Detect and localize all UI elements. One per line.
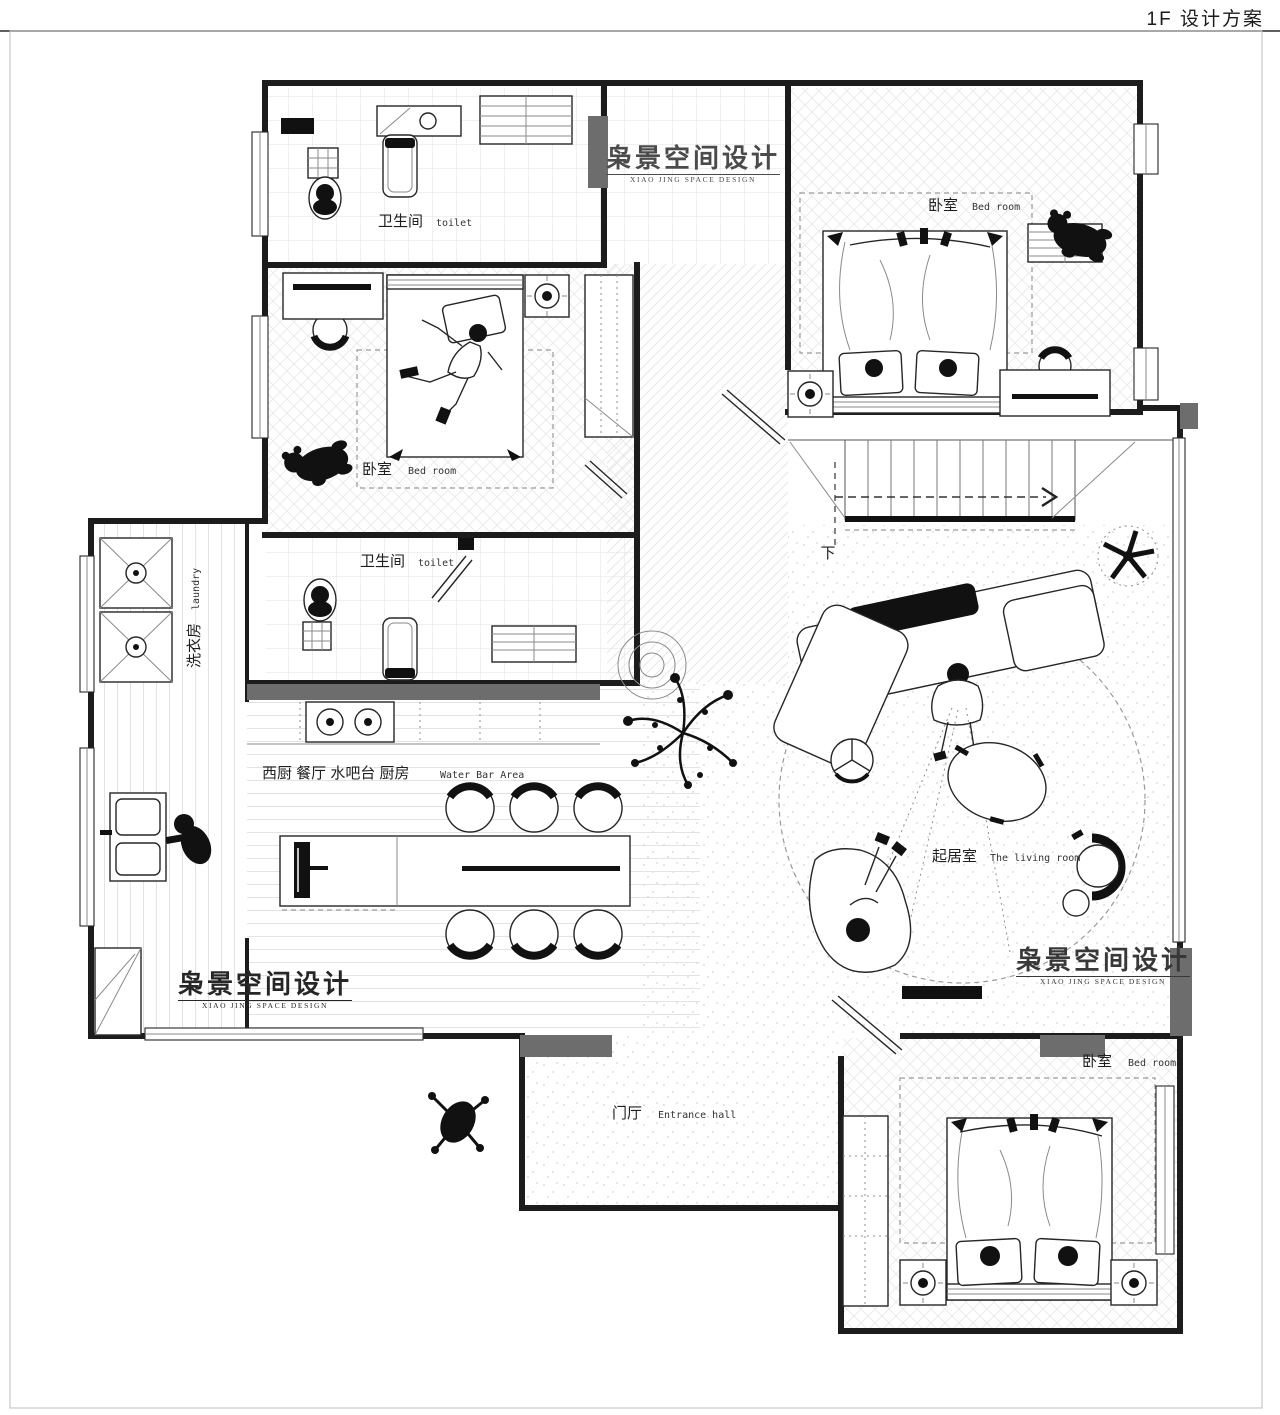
label-stairs-down: 下 <box>820 545 835 562</box>
bedroom-left <box>281 272 634 499</box>
label-toilet-top-zh: 卫生间 <box>378 213 423 230</box>
staircase <box>789 439 1136 548</box>
label-kitchen-en: Water Bar Area <box>440 770 524 781</box>
double-bed <box>822 228 1008 414</box>
label-laundry-zh: 洗衣房 <box>186 623 203 668</box>
label-bedroom-br-zh: 卧室 <box>1082 1053 1112 1070</box>
living-room <box>773 525 1159 999</box>
room-labels: 卫生间 toilet 卧室 Bed room 卧室 Bed room 卫生间 t… <box>186 197 1176 1122</box>
page-frame <box>0 30 1280 1409</box>
decor-figure <box>428 1092 489 1154</box>
label-bedroom-left-zh: 卧室 <box>362 461 392 478</box>
plant-tree <box>623 673 737 789</box>
kitchen-dining <box>247 630 737 960</box>
dining-chairs <box>445 782 623 960</box>
entrance-hall <box>428 995 903 1154</box>
watermark-en: XIAO JING SPACE DESIGN <box>606 174 781 184</box>
label-entrance-en: Entrance hall <box>658 1110 736 1121</box>
label-toilet-mid-zh: 卫生间 <box>360 553 405 570</box>
label-bedroom-left-en: Bed room <box>408 466 456 477</box>
bedroom-top-right-room <box>721 209 1113 445</box>
watermark-zh: 枭景空间设计 <box>178 970 353 999</box>
label-toilet-top-en: toilet <box>436 218 472 229</box>
laundry-room <box>94 537 212 1036</box>
ceiling-fan <box>1097 525 1159 587</box>
round-rug <box>617 630 687 700</box>
columns <box>247 116 1198 1057</box>
windows <box>79 123 1186 1255</box>
side-table-tri <box>830 738 874 784</box>
bedroom-bottom-right-room <box>842 1114 1158 1307</box>
watermark-bottom-left: 枭景空间设计 XIAO JING SPACE DESIGN <box>178 970 353 1010</box>
teddy-rug <box>1047 209 1113 263</box>
label-entrance-zh: 门厅 <box>612 1105 642 1122</box>
teddy-rug <box>281 440 353 486</box>
toilet-top-room <box>281 105 462 220</box>
watermark-en: XIAO JING SPACE DESIGN <box>1016 976 1191 986</box>
watermark-top: 枭景空间设计 XIAO JING SPACE DESIGN <box>606 144 781 184</box>
hall-cabinet <box>479 95 573 145</box>
page-title: 1F 设计方案 <box>1146 9 1264 30</box>
sectional-sofa <box>773 569 1105 769</box>
label-living-en: The living room <box>990 853 1080 864</box>
label-bedroom-tr-zh: 卧室 <box>928 197 958 214</box>
person-laundry <box>165 814 212 865</box>
ottoman <box>947 741 1047 825</box>
label-bedroom-br-en: Bed room <box>1128 1058 1176 1069</box>
toilet-mid-room <box>302 538 577 681</box>
label-kitchen-zh: 西厨 餐厅 水吧台 厨房 <box>262 765 410 782</box>
label-toilet-mid-en: toilet <box>418 558 454 569</box>
bean-bag <box>808 832 912 973</box>
label-laundry-en: laundry <box>191 568 202 610</box>
person-standing <box>931 663 984 762</box>
double-bed <box>946 1114 1113 1301</box>
watermark-zh: 枭景空间设计 <box>1016 946 1191 975</box>
label-bedroom-tr-en: Bed room <box>972 202 1020 213</box>
label-living-zh: 起居室 <box>932 848 977 865</box>
watermark-right: 枭景空间设计 XIAO JING SPACE DESIGN <box>1016 946 1191 986</box>
watermark-zh: 枭景空间设计 <box>606 144 781 173</box>
watermark-en: XIAO JING SPACE DESIGN <box>178 1000 353 1010</box>
